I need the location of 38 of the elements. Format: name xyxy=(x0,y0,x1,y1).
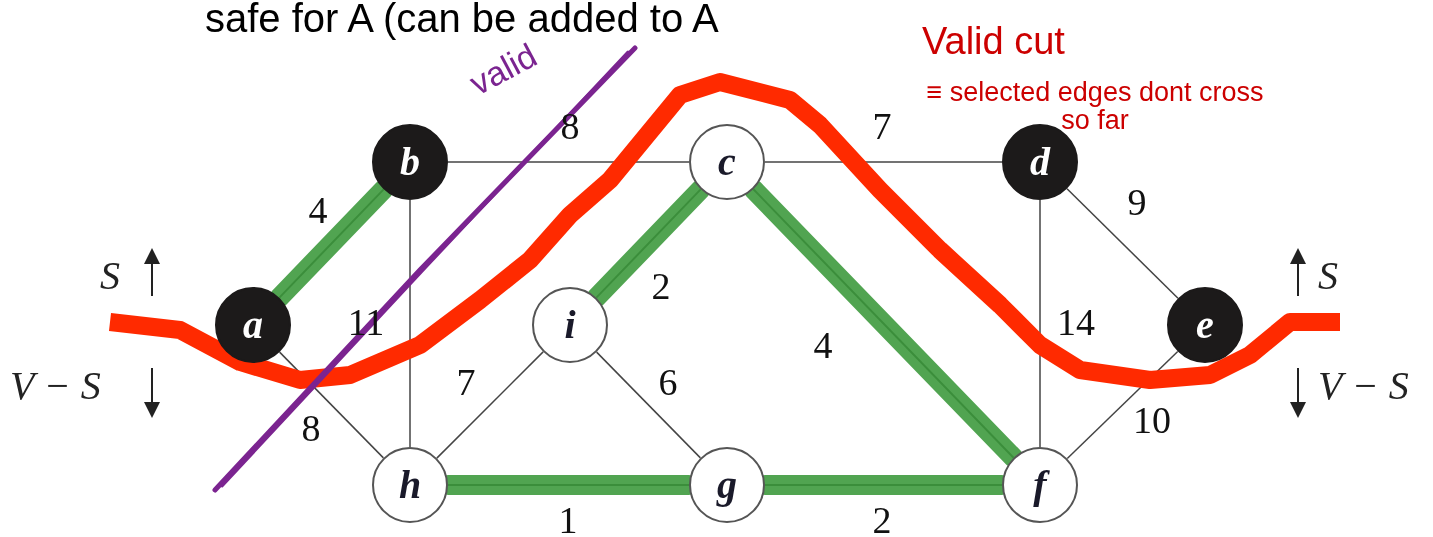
graph-vertex: e xyxy=(1167,287,1243,363)
graph-vertex: h xyxy=(372,447,448,523)
graph-edge xyxy=(1066,187,1179,300)
edge-weight: 7 xyxy=(872,107,892,145)
graph-edge xyxy=(595,351,702,459)
handwritten-note: Valid cut xyxy=(922,22,1065,60)
set-label: S xyxy=(100,252,120,300)
edge-weight: 1 xyxy=(558,501,578,537)
edge-weight: 6 xyxy=(658,363,678,401)
graph-vertex: g xyxy=(689,447,765,523)
graph-edge xyxy=(409,199,411,448)
edge-weight: 4 xyxy=(813,326,833,364)
graph-edge xyxy=(1039,199,1041,448)
edge-weight: 2 xyxy=(651,267,671,305)
graph-edge xyxy=(447,161,690,163)
handwritten-note: valid xyxy=(464,37,542,101)
graph-vertex: b xyxy=(372,124,448,200)
graph-vertex: a xyxy=(215,287,291,363)
edge-weight: 9 xyxy=(1127,183,1147,221)
graph-vertex: c xyxy=(689,124,765,200)
set-label: V − S xyxy=(10,362,101,410)
graph-vertex: f xyxy=(1002,447,1078,523)
heading-text: safe for A (can be added to A xyxy=(205,0,719,40)
edge-weight: 10 xyxy=(1133,401,1171,439)
edge-weight: 2 xyxy=(872,501,892,537)
edge-weight: 8 xyxy=(560,107,580,145)
highlighted-edge xyxy=(586,179,711,308)
highlighted-edge xyxy=(269,179,394,308)
graph-edge xyxy=(436,351,544,459)
highlighted-edge xyxy=(743,179,1024,468)
edge-weight: 7 xyxy=(456,363,476,401)
edge-weight: 14 xyxy=(1057,303,1095,341)
set-label: S xyxy=(1318,252,1338,300)
edge-weight: 4 xyxy=(308,191,328,229)
graph-edge xyxy=(764,161,1003,163)
set-label: V − S xyxy=(1318,362,1409,410)
graph-vertex: i xyxy=(532,287,608,363)
edge-weight: 8 xyxy=(301,409,321,447)
